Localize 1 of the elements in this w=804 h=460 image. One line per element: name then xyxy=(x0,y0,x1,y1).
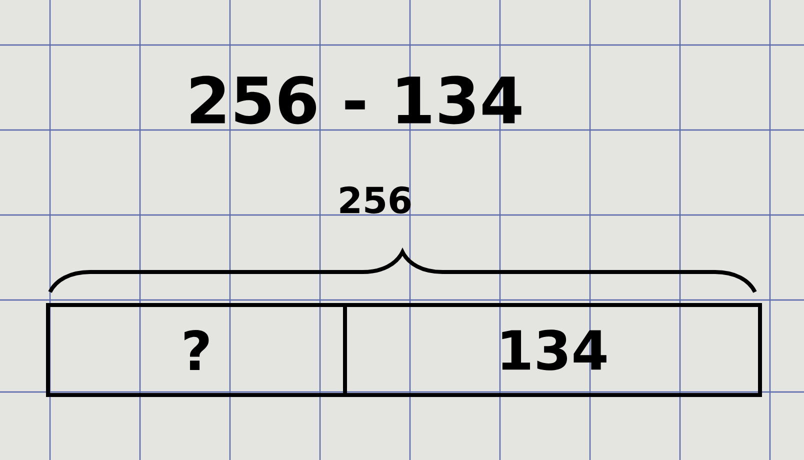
bar-segment: ? xyxy=(46,303,347,397)
